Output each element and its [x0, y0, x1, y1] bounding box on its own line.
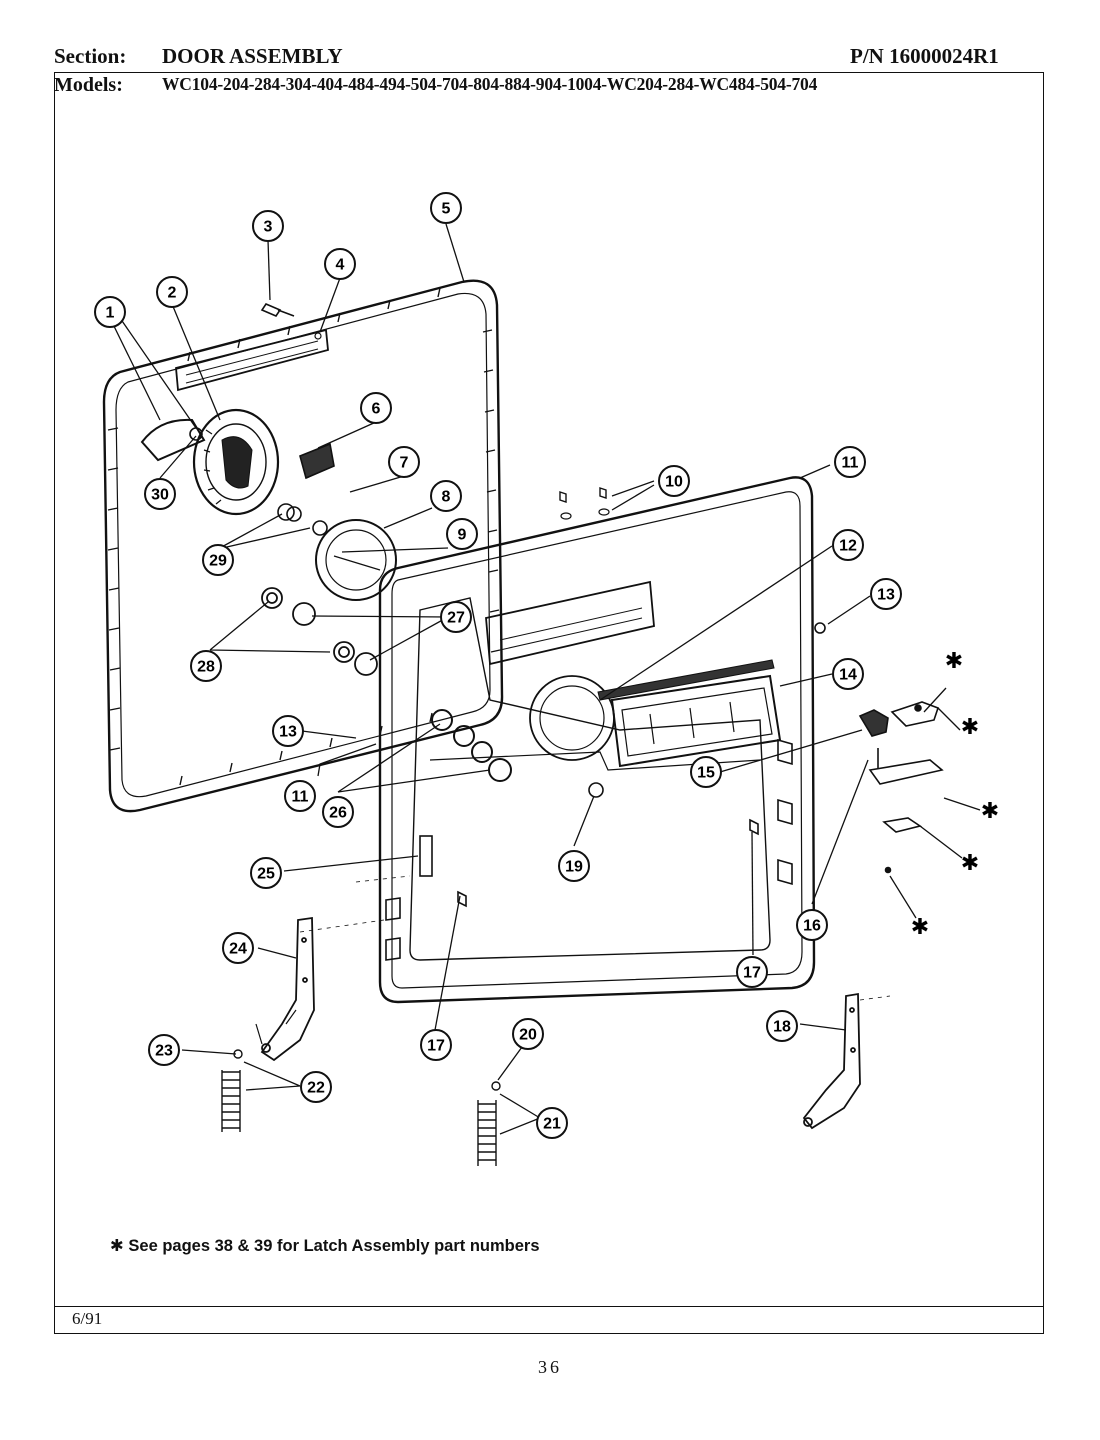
push-buttons [261, 587, 378, 676]
spring-21 [477, 1081, 501, 1166]
svg-text:6: 6 [372, 401, 381, 418]
svg-text:15: 15 [697, 765, 715, 782]
callout-12: 12 [832, 529, 864, 561]
svg-text:17: 17 [427, 1038, 445, 1055]
callout-16: 16 [796, 909, 828, 941]
callout-17: 17 [420, 1029, 452, 1061]
page-number: 36 [538, 1357, 562, 1377]
callout-14: 14 [832, 658, 864, 690]
svg-text:25: 25 [257, 866, 275, 883]
callout-9: 9 [446, 518, 478, 550]
svg-text:11: 11 [842, 455, 859, 472]
callout-7: 7 [388, 446, 420, 478]
callout-layer: 1234567891011121314151617181920212223242… [94, 192, 902, 1139]
svg-text:3: 3 [264, 219, 273, 236]
callout-30: 30 [144, 478, 176, 510]
svg-text:9: 9 [458, 527, 467, 544]
footer-date: 6/91 [72, 1309, 103, 1328]
svg-text:1: 1 [106, 305, 115, 322]
models-label: Models: [54, 74, 123, 96]
footer-divider [54, 1306, 1044, 1307]
callout-8: 8 [430, 480, 462, 512]
callout-27: 27 [440, 601, 472, 633]
outer-door-panel [102, 279, 504, 813]
callout-26: 26 [322, 796, 354, 828]
svg-text:24: 24 [229, 941, 247, 958]
callout-28: 28 [190, 650, 222, 682]
svg-text:22: 22 [307, 1080, 325, 1097]
callout-11: 11 [834, 446, 866, 478]
svg-text:12: 12 [839, 538, 857, 555]
svg-text:26: 26 [329, 805, 347, 822]
callout-23: 23 [148, 1034, 180, 1066]
callout-13: 13 [272, 715, 304, 747]
svg-text:7: 7 [400, 455, 409, 472]
diagram-frame [54, 72, 1044, 1334]
svg-text:30: 30 [151, 487, 169, 504]
spring-22 [221, 1049, 243, 1132]
screw-part-3 [260, 303, 295, 317]
latch-parts [814, 622, 944, 874]
svg-text:10: 10 [665, 474, 683, 491]
callout-1: 1 [94, 296, 126, 328]
callout-4: 4 [324, 248, 356, 280]
spring-part-6 [299, 442, 335, 480]
svg-text:13: 13 [279, 724, 297, 741]
latch-marker-3: ✱ [981, 799, 999, 824]
svg-text:21: 21 [543, 1116, 561, 1133]
latch-marker-1: ✱ [945, 649, 963, 674]
callout-11: 11 [284, 780, 316, 812]
models-list: WC104-204-284-304-404-484-494-504-704-80… [162, 74, 818, 94]
hinge-left-24 [255, 916, 315, 1062]
part-number: P/N 16000024R1 [850, 44, 999, 68]
callout-21: 21 [536, 1107, 568, 1139]
inner-door-panel [378, 476, 816, 1004]
callout-3: 3 [252, 210, 284, 242]
svg-text:19: 19 [565, 859, 583, 876]
svg-text:18: 18 [773, 1019, 791, 1036]
callout-6: 6 [360, 392, 392, 424]
callout-15: 15 [690, 756, 722, 788]
callout-10: 10 [658, 465, 690, 497]
svg-text:29: 29 [209, 553, 227, 570]
latch-marker-2: ✱ [961, 715, 979, 740]
section-title: DOOR ASSEMBLY [162, 44, 343, 68]
callout-2: 2 [156, 276, 188, 308]
latch-marker-5: ✱ [911, 915, 929, 940]
svg-text:8: 8 [442, 489, 451, 506]
callout-13: 13 [870, 578, 902, 610]
callout-19: 19 [558, 850, 590, 882]
leader-lines [109, 223, 981, 1135]
svg-text:11: 11 [292, 789, 309, 806]
svg-text:28: 28 [197, 659, 215, 676]
latch-marker-4: ✱ [961, 851, 979, 876]
callout-29: 29 [202, 544, 234, 576]
callout-18: 18 [766, 1010, 798, 1042]
callout-24: 24 [222, 932, 254, 964]
section-label: Section: [54, 44, 127, 68]
svg-text:27: 27 [447, 610, 465, 627]
latch-markers: ✱ ✱ ✱ ✱ ✱ [911, 649, 999, 940]
svg-text:4: 4 [336, 257, 345, 274]
hinge-right-18 [802, 992, 861, 1130]
callout-20: 20 [512, 1018, 544, 1050]
svg-text:13: 13 [877, 587, 895, 604]
callout-17: 17 [736, 956, 768, 988]
latch-assembly-note: ✱ See pages 38 & 39 for Latch Assembly p… [110, 1237, 540, 1255]
svg-text:5: 5 [442, 201, 451, 218]
svg-text:2: 2 [168, 285, 177, 302]
callout-5: 5 [430, 192, 462, 224]
svg-text:14: 14 [839, 667, 857, 684]
nut-part-29 [277, 503, 328, 536]
svg-text:17: 17 [743, 965, 761, 982]
svg-text:16: 16 [803, 918, 821, 935]
callout-22: 22 [300, 1071, 332, 1103]
callout-25: 25 [250, 857, 282, 889]
svg-text:20: 20 [519, 1027, 537, 1044]
timer-dial [192, 408, 280, 516]
svg-text:23: 23 [155, 1043, 173, 1060]
